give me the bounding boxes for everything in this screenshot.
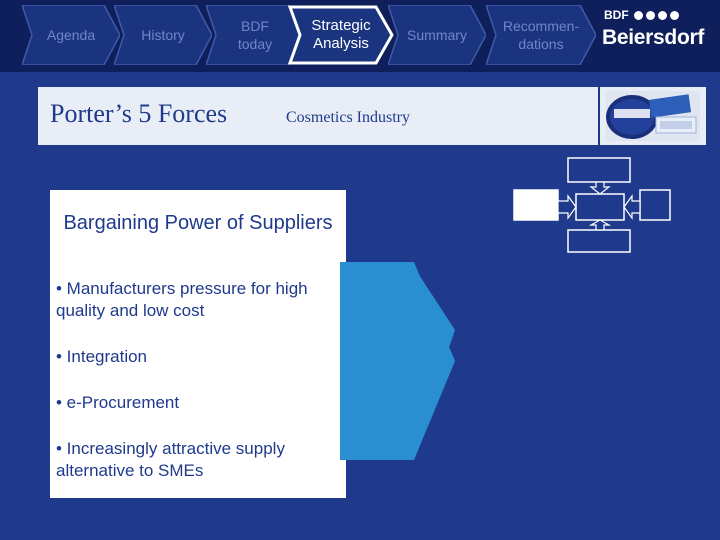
- top-navigation: Agenda History BDF today Strategic Analy…: [0, 0, 720, 72]
- title-bar: Porter’s 5 Forces Cosmetics Industry: [38, 87, 598, 145]
- bullet-item: • e-Procurement: [56, 393, 180, 412]
- tab-bdf-today[interactable]: BDF today: [206, 5, 304, 65]
- tab-agenda[interactable]: Agenda: [22, 5, 120, 65]
- suppliers-panel: Bargaining Power of Suppliers • Manufact…: [50, 190, 346, 498]
- brand-dot: [633, 10, 643, 20]
- bullet-item: • Manufacturers pressure for high qualit…: [56, 279, 308, 320]
- bullet-item: • Integration: [56, 347, 148, 366]
- tab-strategic-analysis[interactable]: Strategic Analysis: [288, 5, 394, 65]
- brand-dot: [645, 10, 655, 20]
- page-subtitle: Cosmetics Industry: [286, 109, 410, 126]
- brand-prefix: BDF: [604, 8, 629, 22]
- brand-dot: [657, 10, 667, 20]
- right-arrow-icon: [340, 262, 455, 460]
- five-forces-diagram-icon: [513, 157, 671, 253]
- page-title: Porter’s 5 Forces: [50, 99, 228, 128]
- tab-recommendations[interactable]: Recommen-dations: [486, 5, 596, 65]
- bullet-item: • Increasingly attractive supply alterna…: [56, 439, 285, 480]
- brand-dot: [669, 10, 679, 20]
- tab-history[interactable]: History: [114, 5, 212, 65]
- beiersdorf-logo-icon: BDF Beiersdorf: [600, 6, 714, 62]
- nivea-hansaplast-products-icon: [600, 87, 706, 145]
- panel-title: Bargaining Power of Suppliers: [63, 212, 333, 234]
- bullet-list: • Manufacturers pressure for high qualit…: [56, 278, 344, 506]
- brand-name: Beiersdorf: [602, 26, 705, 49]
- tab-summary[interactable]: Summary: [388, 5, 486, 65]
